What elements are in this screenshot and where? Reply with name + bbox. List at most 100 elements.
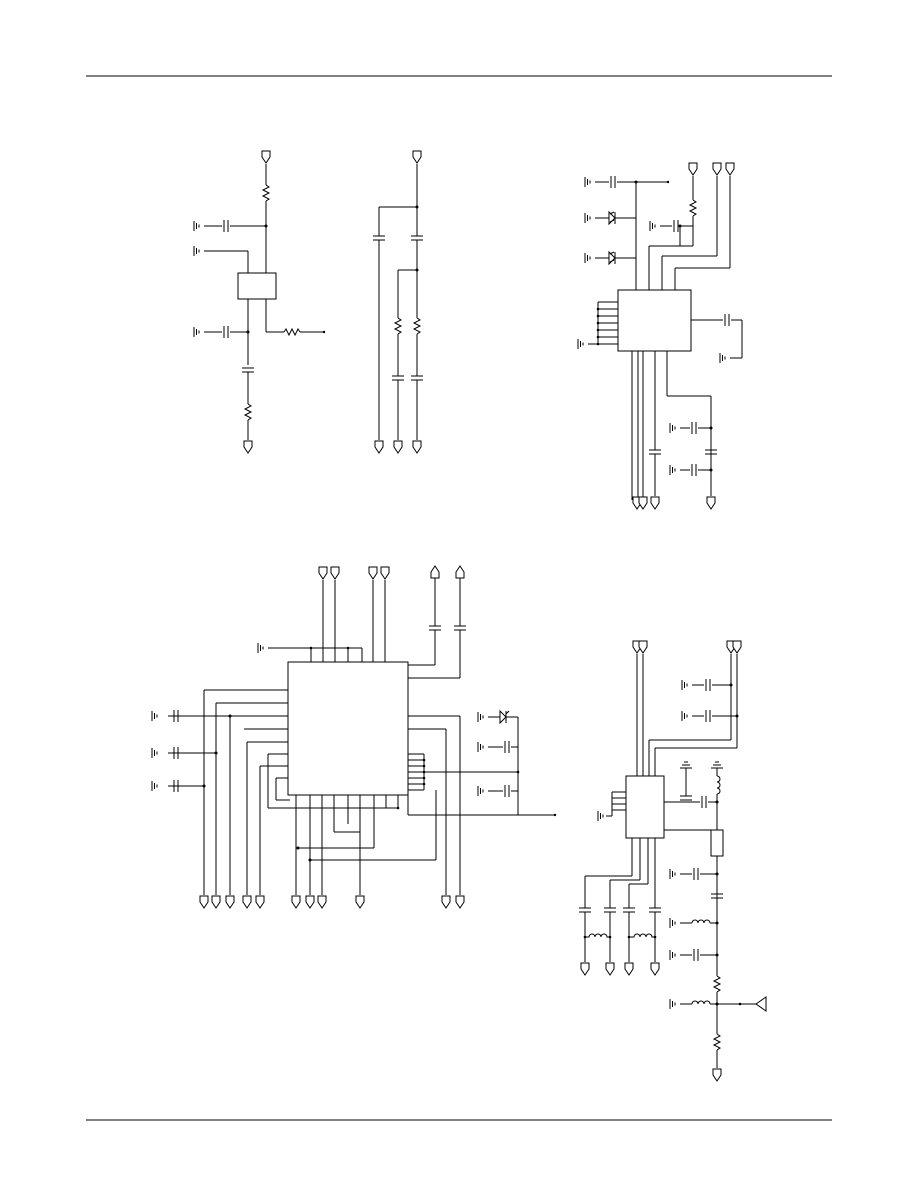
port-icon bbox=[291, 895, 301, 909]
capacitor-icon bbox=[705, 709, 711, 723]
port-icon bbox=[255, 895, 265, 909]
controller-ic bbox=[617, 289, 692, 352]
ground-icon bbox=[669, 464, 676, 476]
capacitor-icon bbox=[223, 325, 229, 339]
resistor-icon bbox=[283, 327, 301, 337]
ground-icon bbox=[151, 780, 158, 792]
ground-icon bbox=[193, 245, 200, 257]
port-icon bbox=[380, 566, 390, 580]
ground-icon bbox=[669, 998, 676, 1010]
port-icon bbox=[605, 962, 615, 976]
port-icon bbox=[242, 895, 252, 909]
ground-icon bbox=[681, 710, 688, 722]
ground-icon bbox=[577, 338, 584, 350]
inductor-icon bbox=[691, 919, 711, 924]
port-icon bbox=[317, 895, 327, 909]
resistor-icon bbox=[393, 317, 403, 335]
capacitor-icon bbox=[724, 313, 730, 327]
diode-icon bbox=[608, 250, 616, 266]
rf-ic bbox=[625, 775, 665, 839]
ground-icon bbox=[151, 710, 158, 722]
ground-icon bbox=[477, 785, 484, 797]
capacitor-icon bbox=[705, 678, 711, 692]
port-icon bbox=[688, 162, 698, 176]
ground-icon bbox=[584, 176, 591, 188]
circuit-main-ic bbox=[151, 565, 557, 909]
capacitor-icon bbox=[504, 740, 510, 754]
port-icon bbox=[706, 496, 716, 510]
ground-icon bbox=[681, 679, 688, 691]
capacitor-icon bbox=[701, 795, 707, 809]
ground-icon bbox=[193, 326, 200, 338]
ground-icon bbox=[477, 711, 484, 723]
port-icon bbox=[441, 895, 451, 909]
port-icon bbox=[368, 566, 378, 580]
port-icon bbox=[261, 150, 271, 164]
port-icon bbox=[355, 895, 365, 909]
inductor-icon bbox=[691, 1000, 711, 1005]
port-icon bbox=[430, 565, 440, 579]
resistor-icon bbox=[412, 317, 422, 335]
capacitor-icon bbox=[673, 219, 679, 233]
resistor-icon bbox=[712, 1033, 722, 1051]
capacitor-icon bbox=[691, 421, 697, 435]
port-icon bbox=[732, 640, 742, 654]
port-icon bbox=[330, 566, 340, 580]
capacitor-icon bbox=[504, 784, 510, 798]
port-icon bbox=[393, 440, 403, 454]
ground-icon bbox=[669, 949, 676, 961]
port-icon bbox=[650, 962, 660, 976]
regulator-ic bbox=[237, 272, 277, 300]
resistor-icon bbox=[243, 403, 253, 421]
circuit-regulator bbox=[193, 150, 326, 454]
circuit-filter bbox=[373, 150, 423, 454]
port-icon bbox=[580, 962, 590, 976]
antenna-icon bbox=[755, 996, 767, 1012]
port-icon bbox=[725, 162, 735, 176]
port-icon bbox=[211, 895, 221, 909]
capacitor-icon bbox=[693, 867, 699, 881]
port-icon bbox=[225, 895, 235, 909]
port-icon bbox=[243, 440, 253, 454]
port-icon bbox=[374, 440, 384, 454]
ground-icon bbox=[669, 422, 676, 434]
ground-icon bbox=[649, 220, 656, 232]
port-icon bbox=[455, 565, 465, 579]
port-icon bbox=[638, 640, 648, 654]
inductor-icon bbox=[629, 933, 655, 938]
ground-icon bbox=[584, 212, 591, 224]
capacitor-icon bbox=[223, 219, 229, 233]
port-icon bbox=[318, 566, 328, 580]
capacitor-icon bbox=[693, 948, 699, 962]
main-ic bbox=[287, 661, 409, 796]
ground-icon bbox=[669, 868, 676, 880]
saw-filter bbox=[710, 829, 724, 857]
port-icon bbox=[412, 150, 422, 164]
circuit-rf-frontend bbox=[579, 640, 767, 1082]
port-icon bbox=[650, 496, 660, 510]
port-icon bbox=[712, 1068, 722, 1082]
port-icon bbox=[412, 440, 422, 454]
capacitor-icon bbox=[691, 463, 697, 477]
circuit-controller bbox=[577, 162, 743, 510]
capacitor-icon bbox=[610, 175, 616, 189]
resistor-icon bbox=[688, 199, 698, 217]
ground-icon bbox=[151, 747, 158, 759]
inductor-icon bbox=[716, 775, 721, 795]
diode-icon bbox=[608, 210, 616, 226]
ground-icon bbox=[719, 352, 726, 364]
resistor-icon bbox=[712, 975, 722, 993]
inductor-icon bbox=[585, 933, 610, 938]
ground-icon bbox=[584, 252, 591, 264]
ground-icon bbox=[477, 741, 484, 753]
port-icon bbox=[712, 162, 722, 176]
ground-icon bbox=[669, 917, 676, 929]
port-icon bbox=[455, 895, 465, 909]
resistor-icon bbox=[261, 184, 271, 202]
port-icon bbox=[199, 895, 209, 909]
port-icon bbox=[638, 496, 648, 510]
ground-icon bbox=[597, 810, 604, 822]
ground-icon bbox=[257, 642, 264, 654]
port-icon bbox=[624, 962, 634, 976]
